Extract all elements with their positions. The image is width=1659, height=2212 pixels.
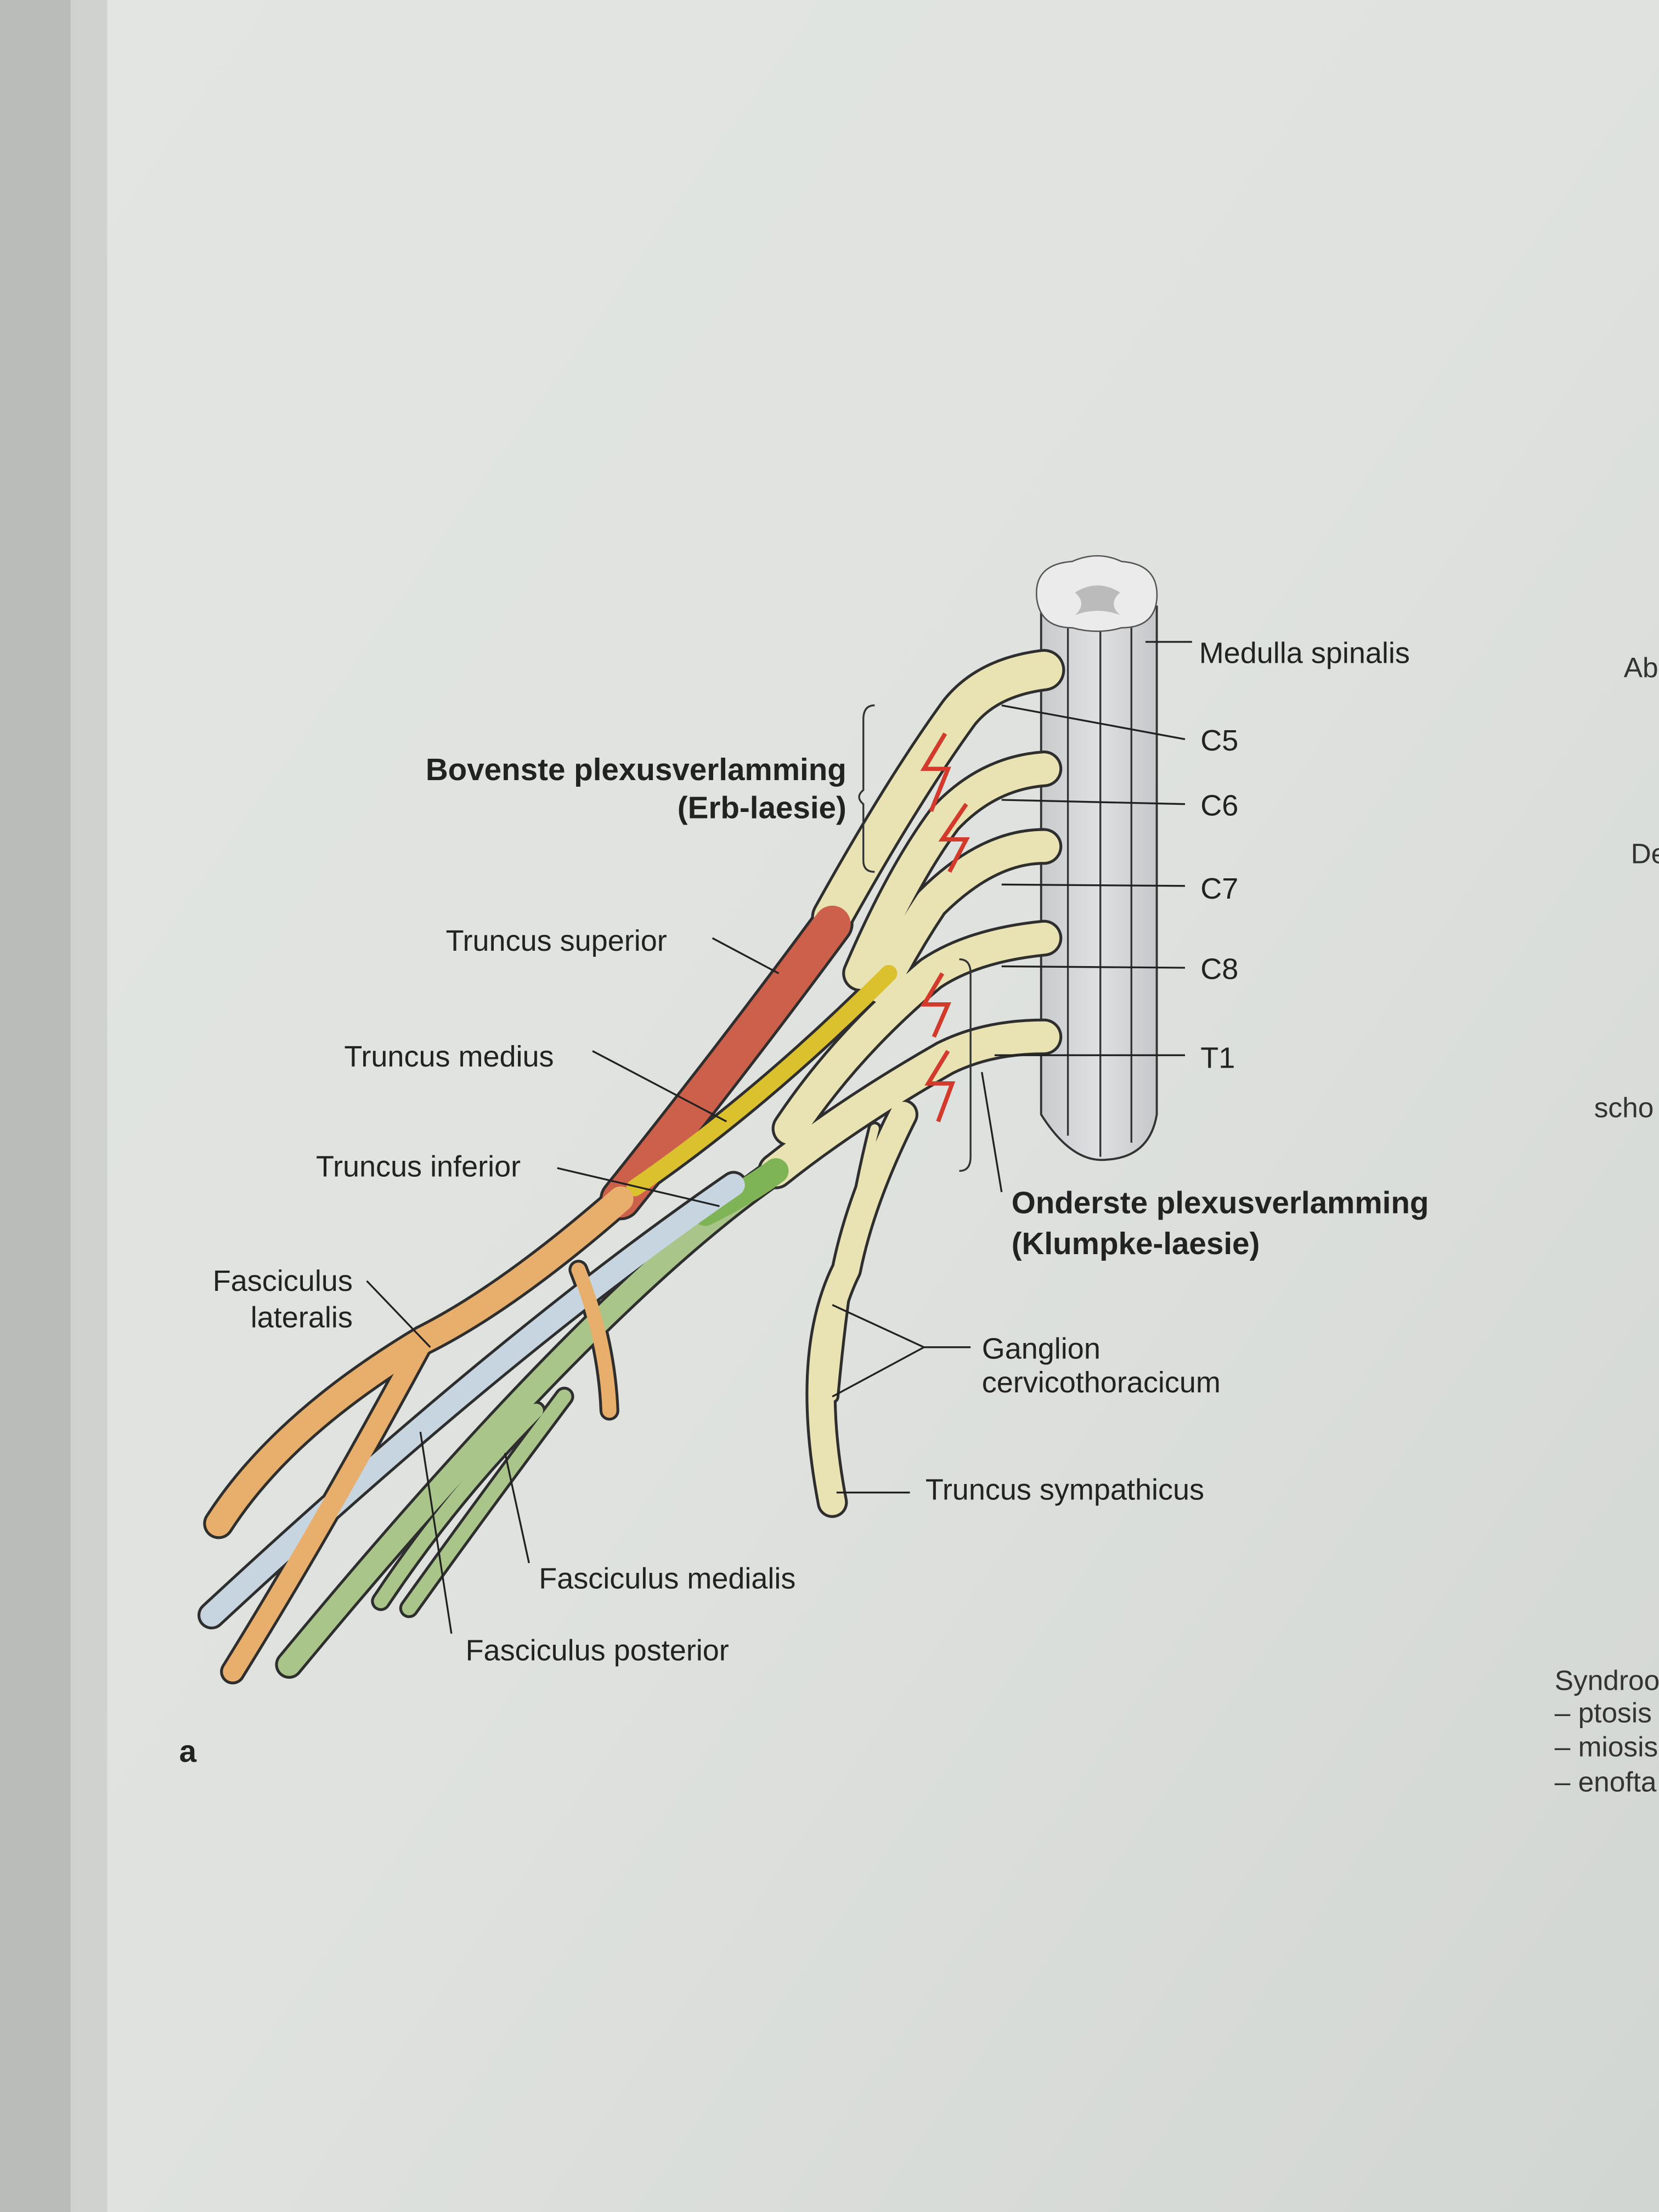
label-t1: T1	[1200, 1042, 1235, 1075]
klumpke-bracket	[959, 958, 972, 1172]
truncus-superior-nerve	[602, 905, 851, 1218]
label-truncus-sympathicus: Truncus sympathicus	[926, 1473, 1204, 1506]
label-c6: C6	[1200, 789, 1238, 822]
right-page-fragment: scho	[1594, 1092, 1654, 1124]
brachial-plexus	[198, 648, 1065, 1685]
label-truncus-medius: Truncus medius	[344, 1040, 554, 1073]
label-erb-title: Bovenste plexusverlamming	[426, 752, 847, 787]
right-page-fragment: De	[1631, 838, 1659, 870]
leader-lines	[366, 641, 1192, 1634]
right-page-fragment: Syndroo	[1555, 1664, 1659, 1696]
label-fasciculus-medialis: Fasciculus medialis	[539, 1562, 795, 1595]
label-c5: C5	[1200, 724, 1238, 757]
label-klumpke-title: Onderste plexusverlamming	[1012, 1185, 1429, 1220]
truncus-medius-nerve	[626, 964, 898, 1197]
label-fasciculus-posterior: Fasciculus posterior	[466, 1634, 729, 1667]
label-truncus-inferior: Truncus inferior	[316, 1150, 521, 1183]
label-fasciculus-lateralis-2: lateralis	[251, 1301, 353, 1334]
label-c7: C7	[1200, 872, 1238, 905]
label-fasciculus-lateralis-1: Fasciculus	[213, 1265, 353, 1297]
label-medulla-spinalis: Medulla spinalis	[1199, 637, 1410, 670]
label-c8: C8	[1200, 953, 1238, 986]
label-ganglion-1: Ganglion	[982, 1332, 1101, 1365]
label-ganglion-2: cervicothoracicum	[982, 1366, 1221, 1399]
erb-bracket	[858, 704, 875, 873]
fasciculus-medialis-nerve	[200, 1173, 745, 1627]
right-page-fragment: Ab	[1624, 651, 1658, 683]
label-truncus-superior: Truncus superior	[446, 924, 667, 957]
panel-label: a	[179, 1734, 197, 1769]
label-klumpke-subtitle: (Klumpke-laesie)	[1012, 1226, 1260, 1261]
lesion-arrows	[920, 732, 970, 1122]
right-page-fragment: – enofta	[1555, 1766, 1657, 1798]
spinal-cord	[1035, 555, 1158, 1161]
right-page-fragment: – ptosis	[1555, 1697, 1652, 1729]
label-erb-subtitle: (Erb-laesie)	[678, 790, 847, 825]
right-page-fragment: – miosis	[1555, 1730, 1658, 1762]
